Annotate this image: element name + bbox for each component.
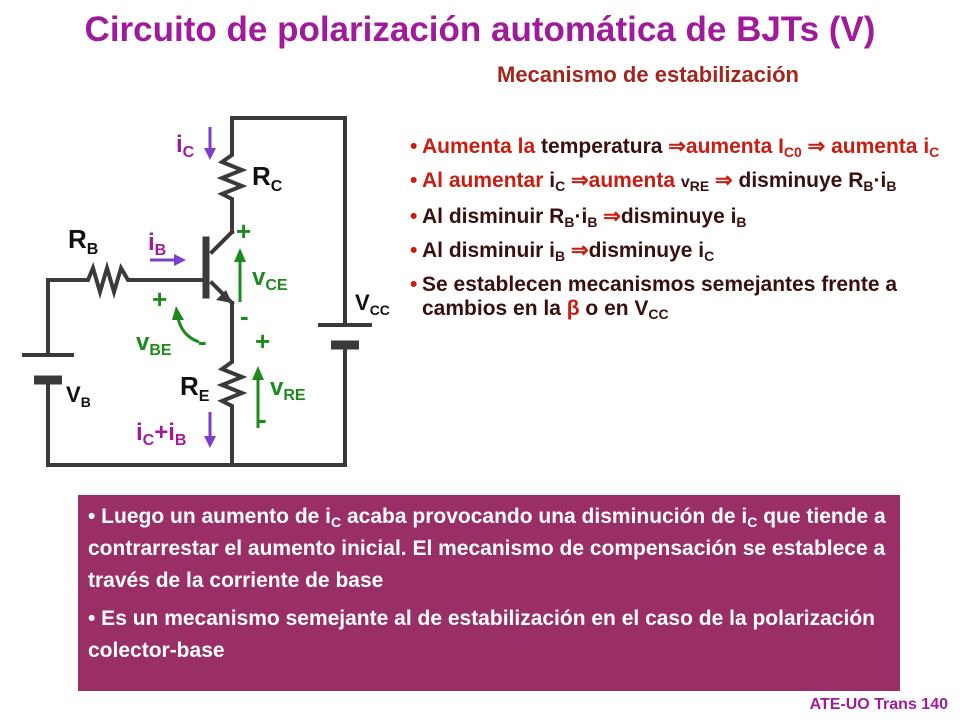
ib-arrow xyxy=(174,254,186,266)
list-item: • Al disminuir RB·iB ⇒disminuye iB xyxy=(410,205,747,230)
vcc-label: VCC xyxy=(355,290,390,318)
re-label: RE xyxy=(180,371,210,405)
section-subtitle: Mecanismo de estabilización xyxy=(497,62,799,87)
ic-arrow xyxy=(204,148,216,160)
slide-footer: ATE-UO Trans 140 xyxy=(809,696,948,713)
vbe-minus: - xyxy=(198,326,207,356)
list-item: • Al disminuir iB ⇒disminuye iC xyxy=(410,239,715,264)
ic-label: iC xyxy=(176,131,195,161)
page-title: Circuito de polarización automática de B… xyxy=(84,10,876,49)
vb-label: VB xyxy=(66,382,91,410)
rb-label: RB xyxy=(68,224,98,258)
ib-label: iB xyxy=(148,229,166,259)
circuit-diagram: iC RC RB iB + vCE - + vBE - + vRE - RE V… xyxy=(22,116,390,467)
summary-paragraph-2: • Es un mecanismo semejante al de estabi… xyxy=(88,607,875,662)
rb-resistor xyxy=(78,260,208,300)
icib-arrow xyxy=(204,436,216,448)
vbe-plus: + xyxy=(152,284,167,314)
vre-minus: - xyxy=(258,404,267,434)
rc-resistor xyxy=(216,148,248,217)
summary-box: • Luego un aumento de iC acaba provocand… xyxy=(78,495,900,691)
icib-label: iC+iB xyxy=(136,419,186,449)
list-item: • Se establecen mecanismos semejantes fr… xyxy=(410,273,898,322)
vbe-arrow xyxy=(172,306,184,320)
summary-paragraph-1: • Luego un aumento de iC acaba provocand… xyxy=(88,505,886,592)
mechanism-list: • Aumenta la temperatura ⇒aumenta IC0 ⇒ … xyxy=(410,135,950,331)
vce-plus: + xyxy=(236,216,251,246)
list-item: • Aumenta la temperatura ⇒aumenta IC0 ⇒ … xyxy=(410,135,940,160)
vce-minus: - xyxy=(240,301,249,331)
vbe-label: vBE xyxy=(136,329,172,359)
vce-label: vCE xyxy=(252,264,288,294)
vre-arrow xyxy=(252,366,264,380)
vre-label: vRE xyxy=(270,374,306,404)
list-item: • Al aumentar iC ⇒aumenta vRE ⇒ disminuy… xyxy=(410,169,897,194)
re-resistor xyxy=(216,353,248,412)
vce-arrow xyxy=(234,248,246,262)
emitter-arrow xyxy=(216,290,232,303)
vre-plus: + xyxy=(255,326,270,356)
rc-label: RC xyxy=(252,161,283,195)
